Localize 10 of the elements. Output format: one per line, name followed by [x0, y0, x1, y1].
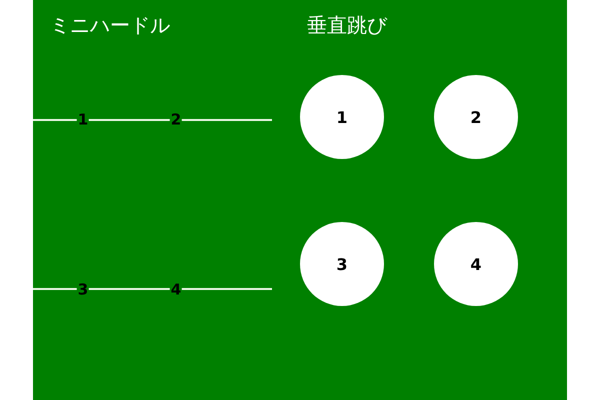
spot-number: 3 [336, 254, 348, 274]
section-heading: ミニハードル [50, 12, 170, 39]
spot-number: 4 [470, 254, 482, 274]
hurdle-number: 3 [76, 282, 90, 298]
spot-number: 2 [470, 108, 482, 126]
hurdle-number: 2 [170, 112, 182, 128]
hurdle-number: 4 [170, 282, 182, 298]
hurdle-number: 1 [76, 112, 90, 128]
section-heading: 垂直跳び [307, 12, 387, 39]
spot-number: 1 [336, 108, 348, 126]
